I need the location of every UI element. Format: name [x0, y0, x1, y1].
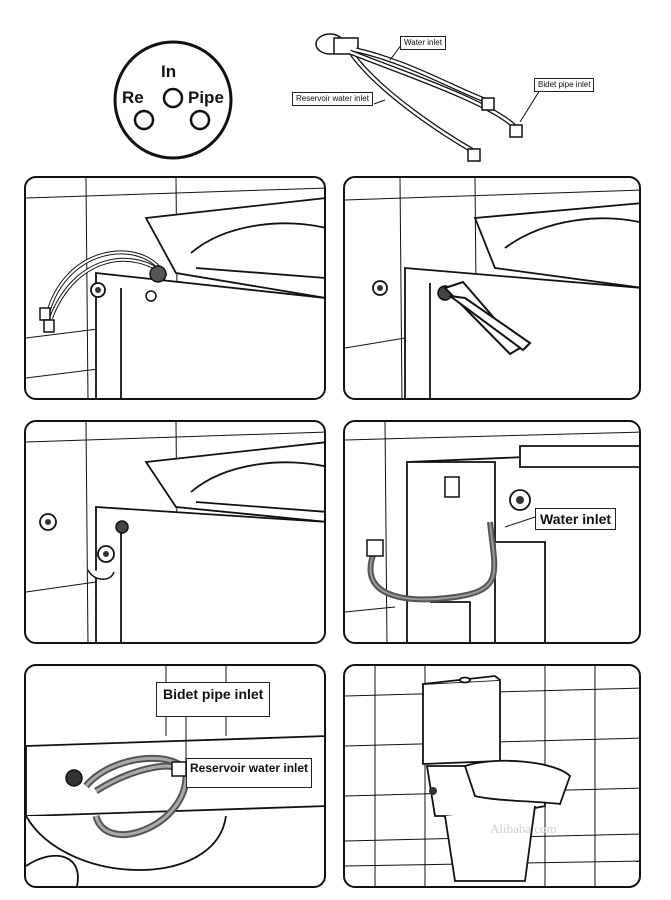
- hose-assembly-graphic: [315, 33, 541, 162]
- watermark-text: Alibaba.com: [490, 821, 557, 836]
- step-3-illustration: [26, 422, 324, 642]
- legend-re-label: Re: [122, 88, 144, 107]
- legend-pipe-label: Pipe: [188, 88, 224, 107]
- step-4-water-inlet-callout: Water inlet: [535, 508, 617, 530]
- hose-assembly: Water inlet Bidet pipe inlet Reservoir w…: [290, 22, 620, 172]
- bidet-pipe-inlet-label: Bidet pipe inlet: [534, 78, 595, 92]
- step-6-panel: Alibaba.com: [343, 664, 641, 888]
- step-5-illustration: [26, 666, 324, 886]
- step-4-panel: Water inlet: [343, 420, 641, 644]
- step-1-panel: [24, 176, 326, 400]
- step-3-panel: [24, 420, 326, 644]
- reservoir-water-inlet-label: Reservoir water inlet: [292, 92, 373, 106]
- water-inlet-label: Water inlet: [400, 36, 446, 50]
- connector-legend: In Re Pipe: [108, 38, 238, 168]
- step-2-panel: [343, 176, 641, 400]
- step-4-illustration: [345, 422, 639, 642]
- step-1-illustration: [26, 178, 324, 398]
- step-5-bidet-pipe-inlet-callout: Bidet pipe inlet: [156, 682, 271, 717]
- step-5-panel: Bidet pipe inlet Reservoir water inlet: [24, 664, 326, 888]
- connector-legend-graphic: [113, 40, 233, 160]
- step-5-reservoir-water-inlet-callout: Reservoir water inlet: [186, 758, 313, 788]
- step-2-illustration: [345, 178, 639, 398]
- legend-in-label: In: [161, 62, 177, 81]
- step-6-illustration: [345, 666, 639, 886]
